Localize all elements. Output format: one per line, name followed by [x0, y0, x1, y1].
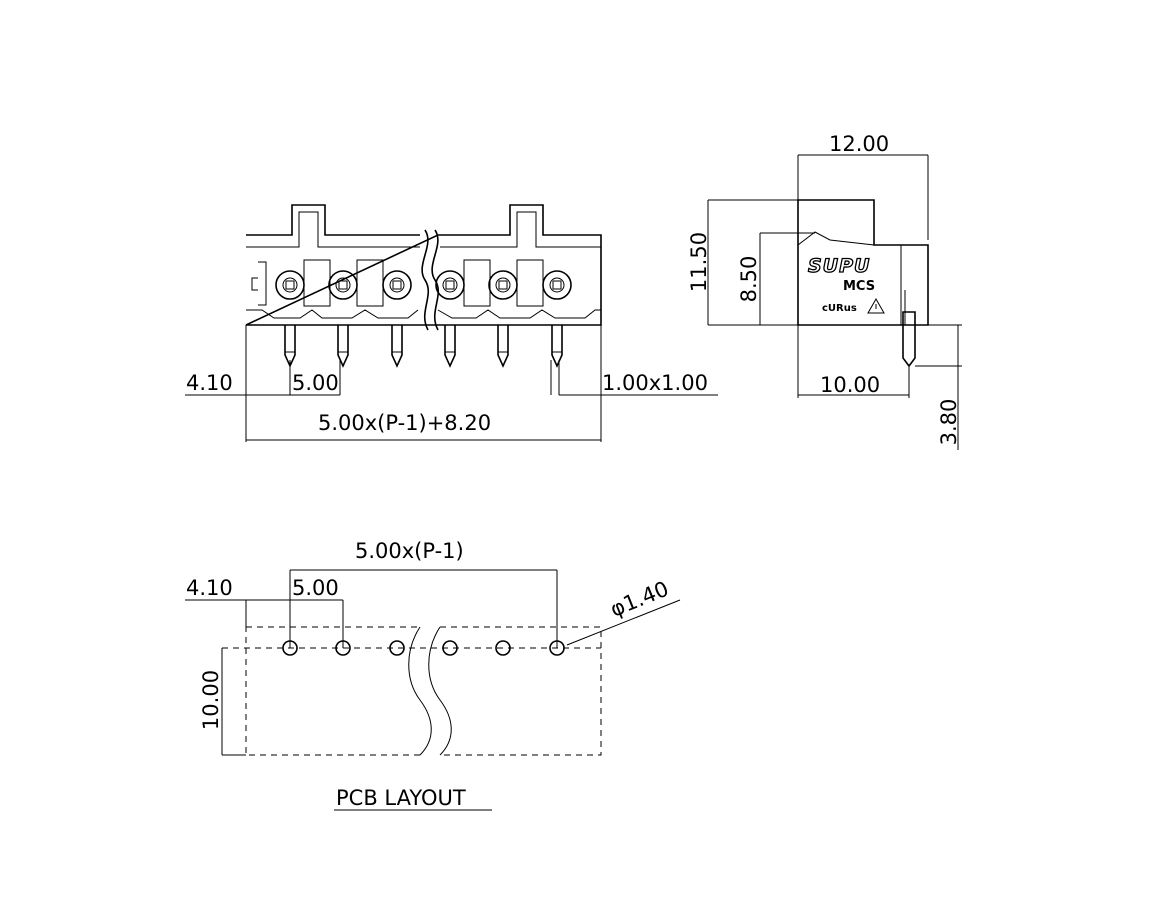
front-pin	[284, 325, 296, 368]
side-dim-height: 11.50	[687, 232, 711, 292]
front-lower-lip	[246, 309, 601, 319]
front-break-mark	[421, 229, 430, 331]
side-dim-lines	[707, 154, 962, 450]
front-dim-offset: 4.10	[186, 371, 233, 395]
screw-circle	[435, 270, 465, 300]
separator-block	[303, 259, 331, 307]
screw-circle	[542, 270, 572, 300]
side-dim-depth: 12.00	[829, 132, 889, 156]
front-break-mark-2	[431, 229, 440, 331]
screw-circle	[382, 270, 412, 300]
screw-inner	[335, 277, 351, 293]
pcb-layout-title: PCB LAYOUT	[336, 786, 466, 810]
front-view: 4.10 5.00 1.00x1.00 5.00x(P-1)+8.20	[185, 204, 718, 442]
screw-circle	[275, 270, 305, 300]
pcb-hole	[442, 640, 458, 656]
separator-block	[356, 259, 384, 307]
pcb-dim-hole: φ1.40	[607, 577, 672, 622]
screw-square	[445, 280, 455, 290]
front-dim-pin: 1.00x1.00	[602, 371, 708, 395]
screw-square	[285, 280, 295, 290]
side-pin	[902, 311, 916, 368]
cert-mark: cURus	[822, 303, 857, 314]
front-pin	[551, 325, 563, 368]
pcb-layout-view: 5.00x(P-1) 4.10 5.00 φ1.40 10.00 PCB LAY…	[185, 539, 681, 811]
pcb-dim-span: 5.00x(P-1)	[355, 539, 464, 563]
front-pins	[275, 270, 572, 368]
front-dim-total: 5.00x(P-1)+8.20	[318, 411, 491, 435]
front-inner-line	[246, 211, 601, 248]
front-dim-pitch: 5.00	[292, 371, 339, 395]
front-separators	[303, 259, 544, 307]
screw-square	[552, 280, 562, 290]
pcb-hole	[389, 640, 405, 656]
screw-square	[392, 280, 402, 290]
front-pin	[337, 325, 349, 368]
side-dim-pin-length: 3.80	[937, 399, 961, 446]
front-pin	[391, 325, 403, 368]
screw-square	[338, 280, 348, 290]
pcb-break-mark-2	[428, 626, 452, 756]
separator-block	[463, 259, 491, 307]
screw-inner	[282, 277, 298, 293]
screw-inner	[389, 277, 405, 293]
pcb-dim-lines	[185, 569, 681, 756]
pcb-hole	[495, 640, 511, 656]
side-dim-body-height: 8.50	[737, 256, 761, 303]
front-pin	[444, 325, 456, 368]
pcb-dim-offset: 4.10	[186, 576, 233, 600]
separator-block	[516, 259, 544, 307]
warning-triangle-icon	[867, 297, 885, 314]
brand-logo: SUPU	[808, 255, 870, 277]
model-label: MCS	[843, 279, 875, 294]
screw-inner	[495, 277, 511, 293]
side-inner-profile	[797, 231, 906, 325]
side-dim-pin-offset: 10.00	[820, 373, 880, 397]
pcb-dim-pitch: 5.00	[292, 576, 339, 600]
pcb-outline	[245, 626, 602, 756]
side-view: 12.00 11.50 8.50 10.00 3.80 SUPU MCS cUR…	[687, 132, 962, 450]
pcb-dim-depth: 10.00	[199, 670, 223, 730]
pcb-break-mark	[408, 626, 432, 756]
screw-square	[498, 280, 508, 290]
screw-circle	[488, 270, 518, 300]
front-left-notch	[251, 261, 267, 306]
screw-inner	[549, 277, 565, 293]
front-body-outline	[245, 204, 602, 326]
screw-inner	[442, 277, 458, 293]
front-pin	[497, 325, 509, 368]
front-dim-lines	[185, 325, 718, 442]
